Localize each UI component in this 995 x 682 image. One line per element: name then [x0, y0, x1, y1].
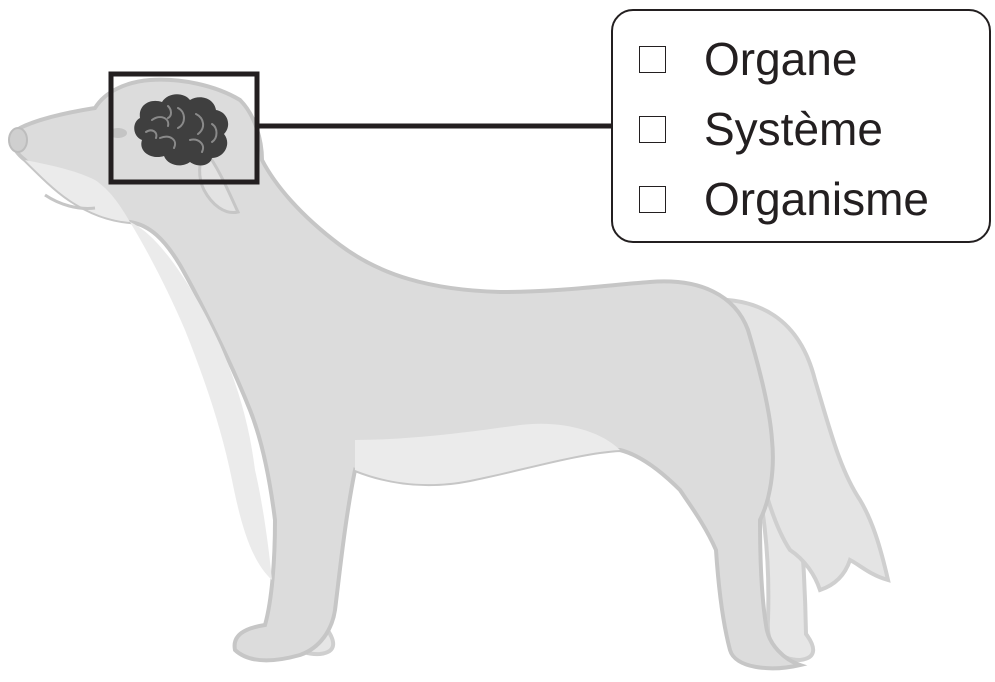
dog-illustration	[8, 77, 891, 671]
brain-icon	[134, 94, 229, 166]
dog-body	[10, 77, 808, 671]
option-organe[interactable]: Organe	[639, 29, 857, 89]
option-organisme[interactable]: Organisme	[639, 169, 929, 229]
dog-belly-highlight	[355, 423, 620, 485]
checkbox-organisme[interactable]	[639, 185, 666, 213]
checkbox-systeme[interactable]	[639, 115, 666, 143]
dog-nose	[8, 127, 28, 153]
dog-muzzle-highlight	[25, 160, 130, 222]
option-systeme[interactable]: Système	[639, 99, 883, 159]
dog-mouth	[44, 193, 96, 210]
option-label: Système	[704, 103, 883, 155]
dog-chest-highlight	[130, 222, 272, 580]
option-label: Organisme	[704, 173, 929, 225]
option-label: Organe	[704, 33, 858, 85]
checkbox-organe[interactable]	[639, 45, 666, 73]
options-box: Organe Système Organisme	[611, 9, 991, 243]
